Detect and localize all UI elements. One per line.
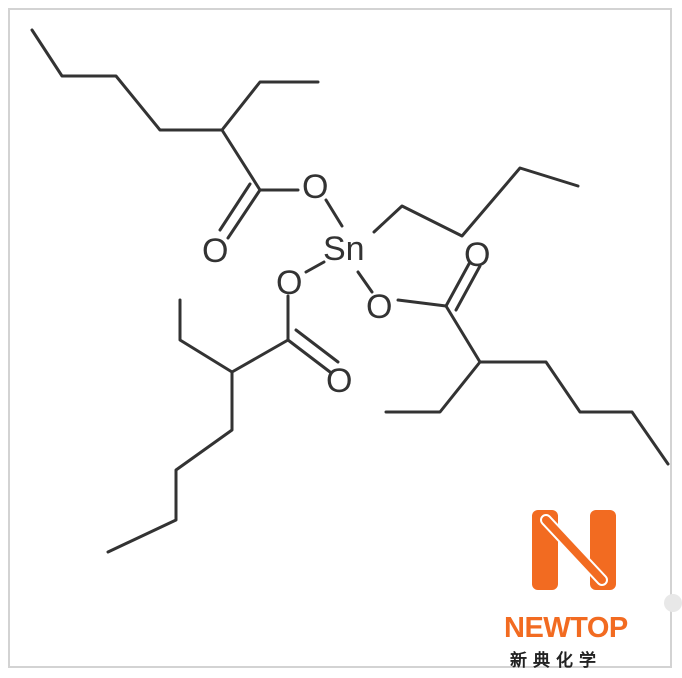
bond-chain-right: [444, 304, 670, 466]
bond-o-sn-top: [324, 198, 344, 228]
newtop-n-logo-icon: [520, 510, 628, 590]
bond-butyl-chain: [372, 166, 580, 238]
logo-wordmark: NEWTOP: [504, 612, 628, 644]
bond-chain-left: [106, 338, 290, 554]
bond-carbonyl-right-b: [454, 264, 482, 312]
bond-ethyl-left: [178, 298, 234, 374]
oxygen-atom-label-top: O: [302, 168, 328, 206]
bond-ethyl-right: [384, 360, 482, 414]
bond-sn-o-left: [304, 260, 326, 274]
logo-chinese-name: 新典化学: [510, 651, 602, 671]
oxygen-atom-label-carbonyl-left: O: [326, 362, 352, 400]
bond-ethyl-top-left: [220, 80, 320, 132]
image-frame: [8, 8, 672, 668]
oxygen-atom-label-left: O: [276, 264, 302, 302]
bond-carbonyl-left-b: [294, 328, 340, 364]
bond-o-c-right: [396, 298, 448, 308]
bond-carbonyl-top-left-a: [226, 188, 262, 240]
bond-carbonyl-right-a: [444, 260, 472, 308]
oxygen-atom-label-carbonyl-top: O: [202, 232, 228, 270]
edge-scroll-dot: [664, 594, 682, 612]
oxygen-atom-label-carbonyl-right: O: [464, 236, 490, 274]
bond-carbonyl-top-left-b: [218, 182, 252, 232]
bond-sn-o-right: [356, 270, 374, 294]
bond-chain-top-left: [30, 28, 300, 192]
oxygen-atom-label-right: O: [366, 288, 392, 326]
tin-atom-label: Sn: [323, 230, 365, 268]
bond-carbonyl-left-a: [286, 338, 332, 374]
